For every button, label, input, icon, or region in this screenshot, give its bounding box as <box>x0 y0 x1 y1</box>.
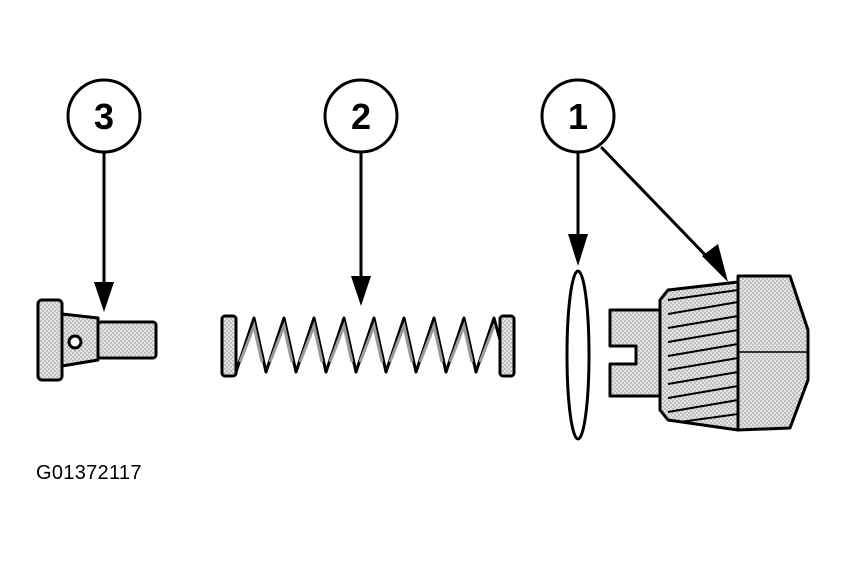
callout-3-label: 3 <box>94 96 114 137</box>
callout-3: 3 <box>66 78 142 312</box>
figure-code: G01372117 <box>36 462 142 484</box>
part-2-spring <box>220 314 516 378</box>
part-1-threaded-plug <box>608 274 810 432</box>
callout-1-arrowhead-plug <box>702 244 728 282</box>
spring-end-left <box>220 314 238 378</box>
callout-1-label: 1 <box>568 96 588 137</box>
callout-1-arrowhead-oring <box>568 234 588 266</box>
plug-head <box>736 274 810 432</box>
callout-2: 2 <box>323 78 399 306</box>
callout-1: 1 <box>540 78 728 282</box>
plug-threads <box>667 289 739 423</box>
callout-2-label: 2 <box>351 96 371 137</box>
part-1-o-ring <box>565 269 591 441</box>
spring-coils <box>234 316 502 374</box>
plunger-shaft <box>96 320 158 360</box>
callout-3-arrowhead <box>94 282 114 312</box>
spring-end-right <box>498 314 516 378</box>
callout-2-arrowhead <box>351 276 371 306</box>
plunger-hole <box>67 334 83 350</box>
spring-coils-shade <box>238 320 496 363</box>
plug-slotted-stem <box>608 308 662 398</box>
plunger-head <box>36 298 64 382</box>
part-3-valve-plunger <box>36 298 158 382</box>
callout-1-leader-plug <box>600 146 714 264</box>
